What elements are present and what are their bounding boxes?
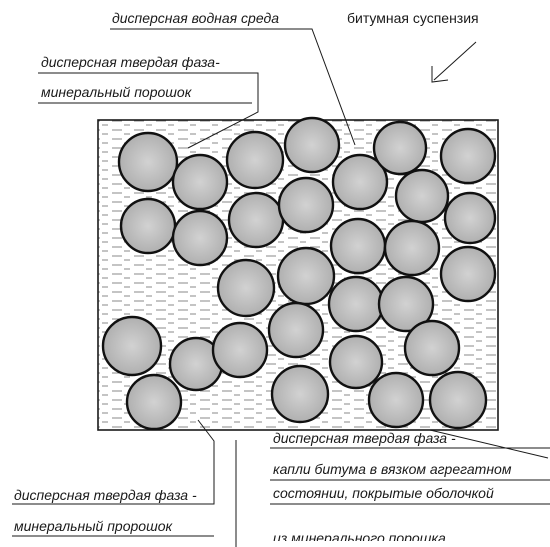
label-bottom-left-1: дисперсная твердая фаза - bbox=[14, 487, 197, 503]
particle-27 bbox=[127, 375, 181, 429]
particle-9 bbox=[173, 211, 227, 265]
label-solid-phase-top-2: минеральный порошок bbox=[41, 84, 191, 100]
particle-3 bbox=[227, 132, 283, 188]
particle-15 bbox=[218, 260, 274, 316]
label-bottom-left-2: минеральный пророшок bbox=[14, 518, 172, 534]
particle-26 bbox=[405, 321, 459, 375]
particle-8 bbox=[121, 199, 175, 253]
particle-1 bbox=[119, 133, 177, 191]
particle-22 bbox=[103, 317, 161, 375]
label-bitumen-suspension: битумная суспензия bbox=[347, 10, 479, 26]
particle-19 bbox=[441, 247, 495, 301]
particle-30 bbox=[430, 372, 486, 428]
label-bottom-right-2: капли битума в вязком агрегатном bbox=[273, 461, 511, 477]
particle-24 bbox=[213, 323, 267, 377]
label-bottom-right-1: дисперсная твердая фаза - bbox=[273, 430, 456, 446]
label-water-medium: дисперсная водная среда bbox=[112, 10, 279, 26]
particle-14 bbox=[445, 193, 495, 243]
particle-7 bbox=[441, 129, 495, 183]
particle-11 bbox=[279, 178, 333, 232]
particle-29 bbox=[369, 373, 423, 427]
particle-4 bbox=[285, 118, 339, 172]
particle-28 bbox=[272, 366, 328, 422]
particle-6 bbox=[374, 122, 426, 174]
particle-25 bbox=[330, 336, 382, 388]
suspension-arrow bbox=[432, 42, 476, 82]
particle-20 bbox=[269, 303, 323, 357]
particle-17 bbox=[329, 277, 383, 331]
label-solid-phase-top-1: дисперсная твердая фаза- bbox=[41, 54, 220, 70]
label-bottom-right-3: состоянии, покрытые оболочкой bbox=[273, 485, 494, 501]
particle-18 bbox=[385, 221, 439, 275]
particle-12 bbox=[331, 219, 385, 273]
particle-10 bbox=[229, 193, 283, 247]
particle-2 bbox=[173, 155, 227, 209]
particle-13 bbox=[396, 170, 448, 222]
particle-16 bbox=[278, 248, 334, 304]
